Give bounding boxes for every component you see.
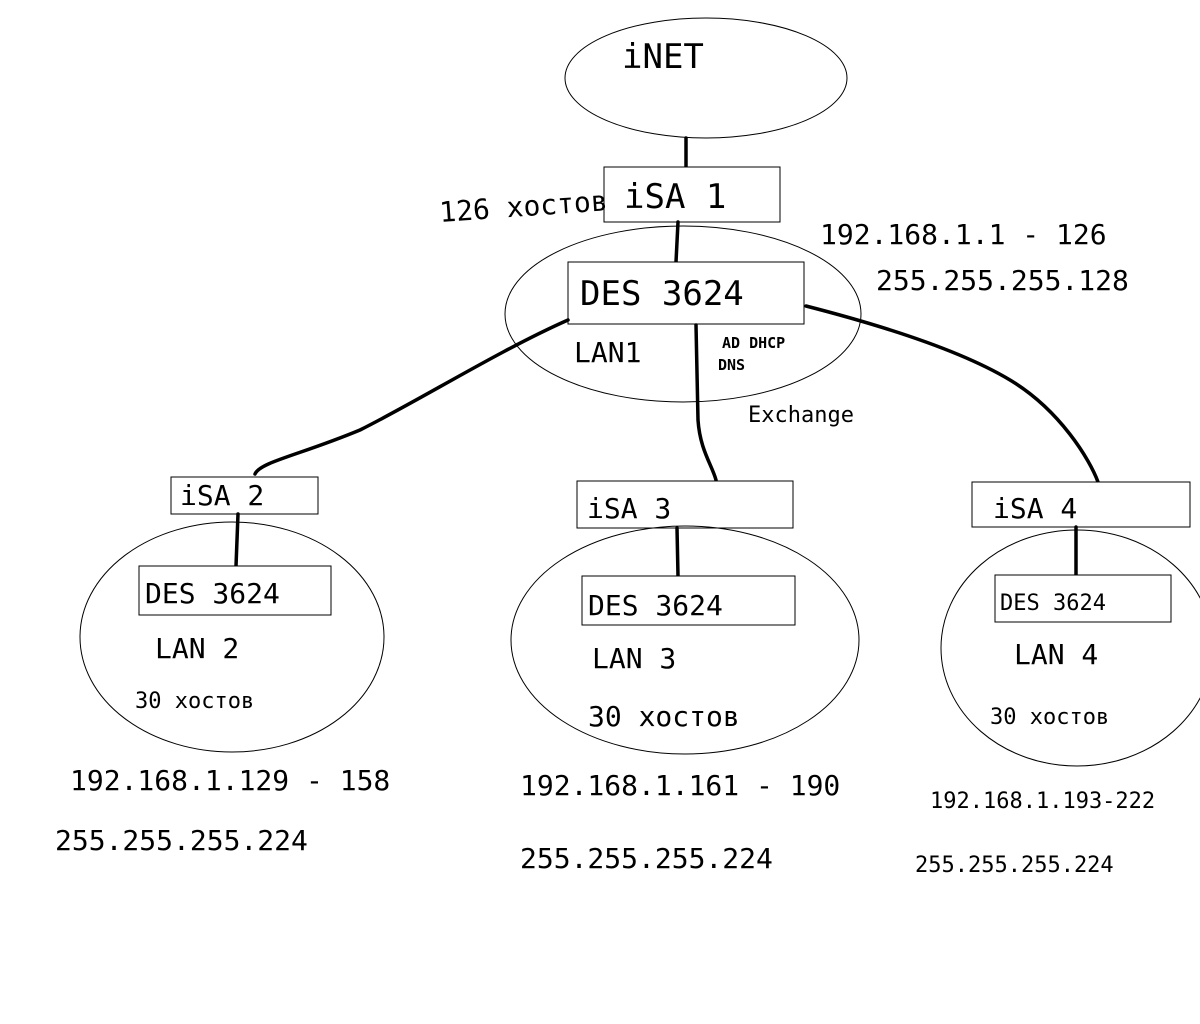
lan3-ip-range: 192.168.1.161 - 190: [520, 769, 840, 802]
lan3-switch-label: DES 3624: [588, 589, 723, 622]
isa3-link: [675, 526, 680, 578]
lan2-ellipse: [79, 521, 385, 753]
lan2-netmask: 255.255.255.224: [55, 824, 308, 857]
isa3-router-label: iSA 3: [587, 492, 671, 525]
lan2-ip-range: 192.168.1.129 - 158: [70, 764, 390, 797]
lan4-ip-range: 192.168.1.193-222: [930, 789, 1155, 814]
lan1-label: LAN1: [574, 336, 641, 369]
lan4-netmask: 255.255.255.224: [915, 853, 1114, 878]
lan4-switch-label: DES 3624: [1000, 591, 1106, 616]
internet-cloud: [564, 17, 848, 139]
lan3-ellipse: [510, 525, 860, 755]
core-link: [674, 220, 680, 264]
services-line1: AD DHCP: [722, 334, 785, 352]
core-router-label: iSA 1: [624, 177, 726, 217]
isa2-router: [170, 476, 319, 515]
isa2-link: [234, 512, 240, 568]
lan3-switch: [581, 575, 796, 626]
link-isa2: [253, 318, 570, 476]
lan4-label: LAN 4: [1014, 638, 1098, 671]
isa3-router: [576, 480, 794, 529]
lan4-hosts: 30 хостов: [990, 705, 1109, 730]
lan3-label: LAN 3: [592, 642, 676, 675]
lan2-switch: [138, 565, 332, 616]
lan4-switch: [994, 574, 1172, 623]
lan3-hosts: 30 хостов: [588, 700, 740, 733]
core-switch-label: DES 3624: [580, 274, 744, 314]
lan1-ellipse: [504, 225, 862, 403]
link-isa4: [804, 304, 1100, 484]
core-hosts-count: 126 хостов: [438, 184, 608, 229]
lan2-switch-label: DES 3624: [145, 577, 280, 610]
internet-label: iNET: [622, 37, 704, 77]
lan3-netmask: 255.255.255.224: [520, 842, 773, 875]
lan2-hosts: 30 хостов: [135, 689, 254, 714]
services-line2: DNS: [718, 356, 745, 374]
core-router: [603, 166, 781, 223]
isa2-router-label: iSA 2: [180, 479, 264, 512]
core-switch: [567, 261, 805, 325]
core-ip-range: 192.168.1.1 - 126: [820, 218, 1107, 251]
lan2-label: LAN 2: [155, 632, 239, 665]
core-netmask: 255.255.255.128: [876, 264, 1129, 297]
link-isa3: [694, 323, 718, 482]
isa4-router-label: iSA 4: [993, 492, 1077, 525]
isa4-router: [971, 481, 1191, 528]
exchange-label: Exchange: [748, 403, 854, 428]
